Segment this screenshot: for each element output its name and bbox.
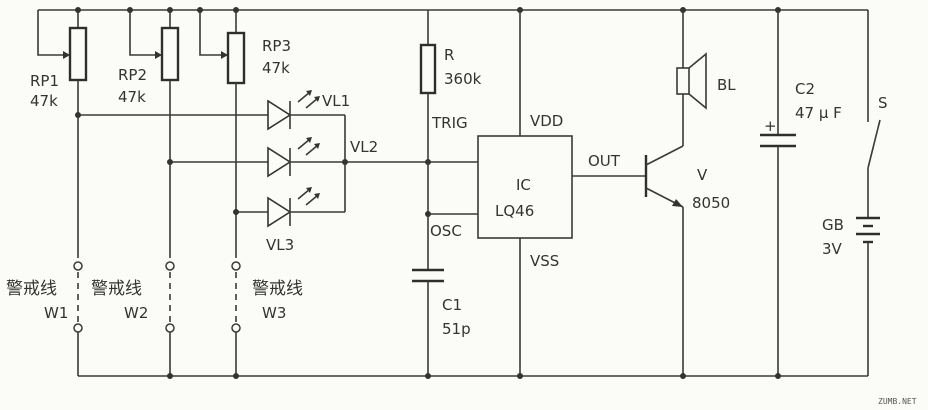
rp2-value: 47k bbox=[118, 88, 146, 106]
transistor-v bbox=[644, 145, 684, 376]
switch-name: S bbox=[878, 94, 888, 112]
speaker-bl bbox=[676, 10, 707, 146]
w3-id: W3 bbox=[262, 304, 286, 322]
rp3-value: 47k bbox=[262, 59, 290, 77]
guard-wire-w2 bbox=[165, 261, 175, 376]
c2-name: C2 bbox=[795, 80, 815, 98]
switch-s bbox=[867, 10, 881, 218]
potentiometer-rp2 bbox=[129, 10, 180, 258]
c2-polarity: + bbox=[764, 117, 777, 135]
ic-name: IC bbox=[516, 176, 531, 194]
pin-trig-label: TRIG bbox=[431, 114, 468, 132]
w2-id: W2 bbox=[124, 304, 148, 322]
transistor-name: V bbox=[697, 166, 708, 184]
rp3-name: RP3 bbox=[262, 37, 291, 55]
potentiometer-rp3 bbox=[199, 10, 246, 258]
wiper-arrow-icon bbox=[221, 51, 228, 59]
transistor-part: 8050 bbox=[692, 194, 730, 212]
w1-label: 警戒线 bbox=[6, 279, 57, 299]
c2-value: 47 μ F bbox=[795, 104, 842, 122]
w2-label: 警戒线 bbox=[91, 279, 142, 299]
speaker-name: BL bbox=[717, 76, 736, 94]
wiper-arrow-icon bbox=[63, 51, 70, 59]
vl1-label: VL1 bbox=[322, 92, 350, 110]
capacitor-c2 bbox=[760, 10, 796, 376]
battery-name: GB bbox=[822, 216, 844, 234]
pin-vss-label: VSS bbox=[530, 252, 559, 270]
r-name: R bbox=[444, 46, 454, 64]
c1-name: C1 bbox=[442, 296, 462, 314]
led-vl1 bbox=[78, 99, 345, 131]
vl2-label: VL2 bbox=[350, 138, 378, 156]
ic-part: LQ46 bbox=[495, 202, 534, 220]
capacitor-c1 bbox=[412, 268, 444, 376]
resistor-r bbox=[419, 10, 437, 270]
potentiometer-rp1 bbox=[37, 10, 88, 258]
pin-vdd-label: VDD bbox=[530, 112, 563, 130]
guard-wire-w3 bbox=[231, 261, 241, 376]
battery-value: 3V bbox=[822, 240, 843, 258]
led-vl2 bbox=[170, 146, 345, 178]
guard-wire-w1 bbox=[73, 261, 83, 376]
pin-out-label: OUT bbox=[588, 152, 621, 170]
c1-value: 51p bbox=[442, 320, 471, 338]
watermark: ZUMB.NET bbox=[878, 397, 917, 406]
w3-label: 警戒线 bbox=[252, 279, 303, 299]
rp1-value: 47k bbox=[30, 92, 58, 110]
rp1-name: RP1 bbox=[30, 72, 59, 90]
light-emission-icon bbox=[297, 90, 320, 206]
battery-gb bbox=[856, 216, 880, 376]
led-vl3 bbox=[236, 196, 345, 228]
w1-id: W1 bbox=[44, 304, 68, 322]
wiper-arrow-icon bbox=[155, 51, 162, 59]
ic-lq46 bbox=[477, 10, 645, 376]
pin-osc-label: OSC bbox=[430, 222, 462, 240]
emitter-arrow-icon bbox=[672, 199, 683, 207]
r-value: 360k bbox=[444, 70, 482, 88]
vl3-label: VL3 bbox=[266, 236, 294, 254]
rp2-name: RP2 bbox=[118, 66, 147, 84]
